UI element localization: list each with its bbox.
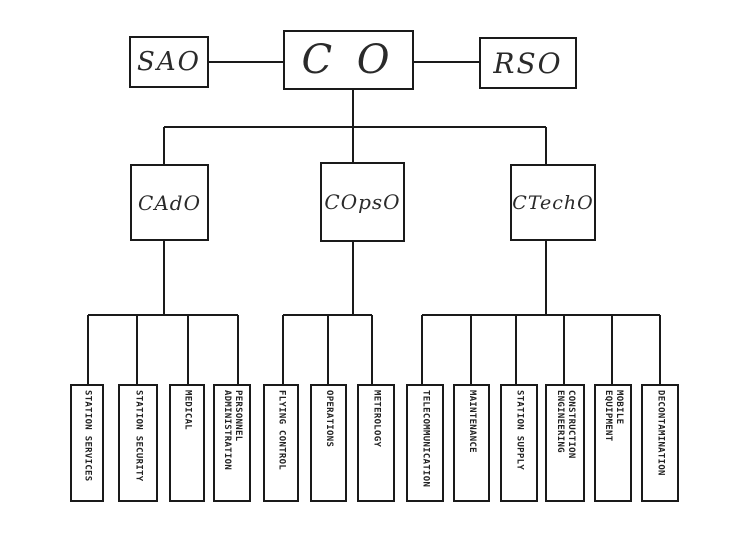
leaf-label: TELECOMMUNICATION bbox=[420, 390, 431, 488]
leaf-meterology: METEROLOGY bbox=[357, 384, 395, 502]
leaf-decontamination: DECONTAMINATION bbox=[641, 384, 679, 502]
copso-label: COpsO bbox=[324, 190, 401, 214]
co-label: C O bbox=[301, 37, 396, 83]
rso-label: RSO bbox=[493, 46, 563, 80]
leaf-label: DECONTAMINATION bbox=[655, 390, 666, 476]
leaf-label: STATION SERVICES bbox=[82, 390, 93, 482]
leaf-mobile-equipment: MOBILE EQUIPMENT bbox=[594, 384, 632, 502]
ctecho-label: CTechO bbox=[512, 191, 594, 214]
leaf-station-supply: STATION SUPPLY bbox=[500, 384, 538, 502]
leaf-label: MAINTENANCE bbox=[467, 390, 477, 453]
leaf-telecommunication: TELECOMMUNICATION bbox=[406, 384, 444, 502]
rso-box: RSO bbox=[479, 37, 577, 89]
leaf-maintenance: MAINTENANCE bbox=[453, 384, 490, 502]
cado-box: CAdO bbox=[130, 164, 209, 241]
co-box: C O bbox=[283, 30, 414, 90]
ctecho-box: CTechO bbox=[510, 164, 596, 241]
leaf-label: CONSTRUCTION ENGINEERING bbox=[555, 390, 576, 459]
leaf-label: MEDICAL bbox=[182, 390, 193, 431]
leaf-operations: OPERATIONS bbox=[310, 384, 347, 502]
leaf-construction-engineering: CONSTRUCTION ENGINEERING bbox=[545, 384, 585, 502]
leaf-station-services: STATION SERVICES bbox=[70, 384, 104, 502]
cado-label: CAdO bbox=[138, 190, 201, 215]
copso-box: COpsO bbox=[320, 162, 405, 242]
leaf-station-security: STATION SECURITY bbox=[118, 384, 158, 502]
leaf-label: FLYING CONTROL bbox=[276, 390, 287, 471]
leaf-label: STATION SECURITY bbox=[133, 390, 144, 482]
leaf-flying-control: FLYING CONTROL bbox=[263, 384, 299, 502]
sao-label: SAO bbox=[137, 47, 201, 77]
sao-box: SAO bbox=[129, 36, 209, 88]
leaf-personnel-administration: PERSONNEL ADMINISTRATION bbox=[213, 384, 251, 502]
leaf-label: METEROLOGY bbox=[371, 390, 382, 448]
leaf-label: PERSONNEL ADMINISTRATION bbox=[222, 390, 243, 471]
leaf-label: OPERATIONS bbox=[324, 390, 334, 448]
leaf-label: STATION SUPPLY bbox=[514, 390, 525, 471]
leaf-medical: MEDICAL bbox=[169, 384, 205, 502]
leaf-label: MOBILE EQUIPMENT bbox=[603, 390, 624, 442]
